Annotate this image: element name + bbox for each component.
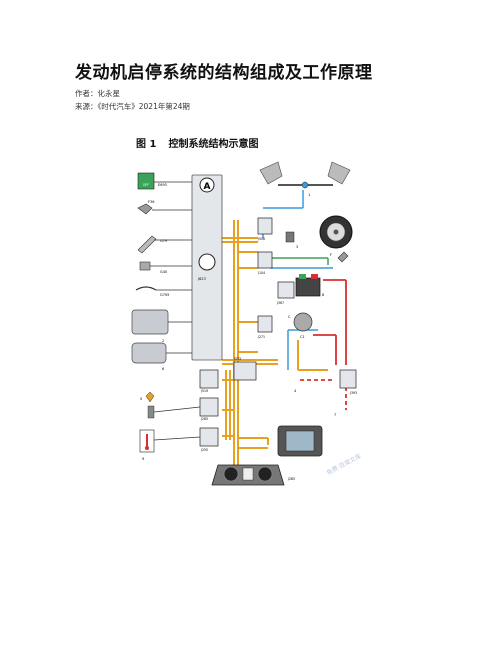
j506-label: J506: [257, 237, 265, 241]
g709-sensor-icon: [135, 286, 157, 291]
label-2: 2: [162, 339, 164, 343]
label-3: 3: [296, 245, 298, 249]
j271-label: J271: [257, 335, 265, 339]
module-j285b: [199, 397, 219, 417]
starter-motor-icon: [131, 342, 167, 364]
c1-label: C1: [300, 335, 305, 339]
j519-label: J519: [200, 389, 208, 393]
g40-label: G40: [160, 270, 167, 274]
brake-switch-icon: [337, 251, 349, 263]
figure-title: 图 1 控制系统结构示意图: [136, 135, 258, 150]
j285b-label: J285: [200, 417, 208, 421]
module-j271: [257, 315, 273, 333]
document-title: 发动机启停系统的结构组成及工作原理: [75, 63, 373, 83]
label-1: 1: [308, 193, 310, 197]
j255-label: J255: [200, 448, 208, 452]
ecu-badge: A: [204, 182, 211, 192]
red-wires: [300, 279, 347, 410]
author-line: 作者：化永星: [75, 89, 120, 98]
watermark: 免费·百度文库: [325, 452, 362, 477]
g709-label: G709: [160, 293, 169, 297]
label-4: 4: [294, 389, 297, 393]
control-system-diagram: A J623 OFF E693 F36 G79 G40 G709 2 6 1: [131, 161, 362, 486]
accelerator-pedal-icon: [137, 235, 157, 254]
off-button-icon: [137, 172, 155, 190]
off-button-label: E693: [158, 183, 167, 187]
module-j533: [233, 361, 257, 381]
engine-icon: [131, 309, 169, 335]
sensor-5-icon: [145, 391, 155, 403]
c-label: C: [288, 315, 291, 319]
f36-label: F36: [148, 200, 154, 204]
j285-label: J285: [287, 477, 295, 481]
label-7: 7: [334, 413, 336, 417]
battery-icon: [295, 277, 321, 297]
g79-label: G79: [160, 239, 167, 243]
module-j104: [257, 251, 273, 269]
g40-sensor-icon: [139, 261, 151, 271]
label-9: 9: [142, 457, 144, 461]
j533-label: J533: [233, 357, 241, 361]
module-j506: [257, 217, 273, 235]
module-j255: [199, 427, 219, 447]
ecu-transistor-icon: [198, 253, 216, 271]
green-wires: [270, 257, 329, 265]
off-button-text: OFF: [143, 183, 149, 187]
clutch-switch-icon: [137, 203, 153, 215]
orange-wires: [222, 220, 328, 465]
module-j393: [339, 369, 357, 389]
j104-label: J104: [257, 271, 265, 275]
ecu-label: J623: [197, 277, 206, 281]
figure: 图 1 控制系统结构示意图: [118, 130, 378, 495]
module-j367: [277, 281, 295, 299]
figure-caption: 控制系统结构示意图: [168, 139, 259, 150]
steering-joint-icon: [301, 181, 309, 189]
pedals-icon: [259, 161, 351, 185]
f-label: F: [330, 253, 332, 257]
sensor-3-icon: [285, 231, 295, 243]
figure-number: 图 1: [136, 139, 157, 150]
source-line: 来源：《时代汽车》2021年第24期: [75, 102, 190, 111]
j393-label: J393: [349, 391, 357, 395]
alternator-icon: [293, 312, 313, 332]
label-6: 6: [162, 367, 164, 371]
label-8: 8: [322, 293, 324, 297]
j367-label: J367: [276, 301, 284, 305]
label-5: 5: [140, 397, 142, 401]
ecu-badge-circle: [199, 177, 215, 193]
module-j519: [199, 369, 219, 389]
